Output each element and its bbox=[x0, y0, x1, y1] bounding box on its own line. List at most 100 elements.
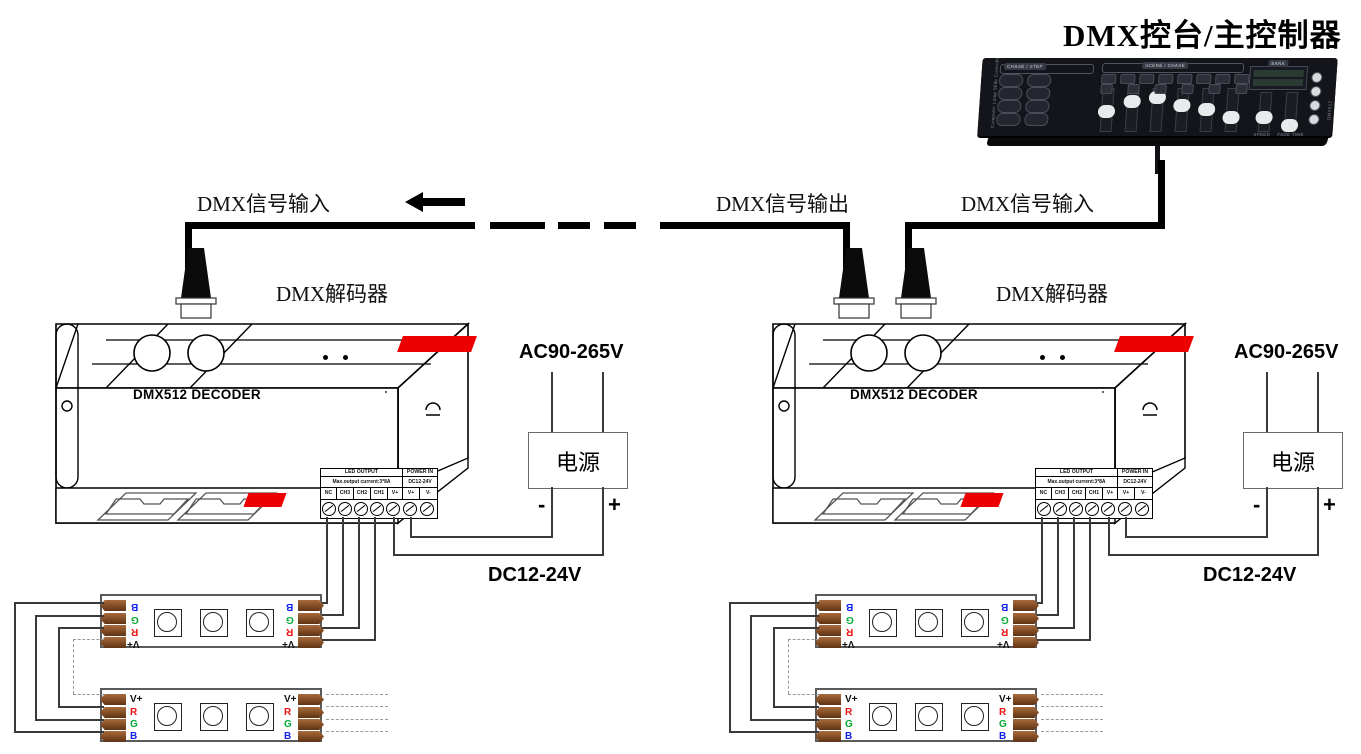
console-display bbox=[1248, 66, 1309, 90]
right-device-label: DMX解码器 bbox=[996, 282, 1109, 306]
left-strip-top[interactable]: B G R V+ B G R V+ bbox=[100, 594, 324, 649]
right-strip-top-rlabel-2: R bbox=[1001, 626, 1009, 637]
left-strip-bottom-rlabel-1: R bbox=[284, 707, 292, 718]
left-terminal-block[interactable]: LED OUTPUT POWER IN Max.output current:3… bbox=[320, 468, 438, 501]
console-fader-6[interactable] bbox=[1222, 88, 1241, 132]
console-right-buttons-2[interactable] bbox=[1310, 86, 1326, 97]
left-strip-bottom-label-0: V+ bbox=[130, 694, 143, 705]
right-strip-top-rlabel-1: G bbox=[1001, 614, 1009, 625]
left-pin-4: V+ bbox=[388, 488, 403, 499]
right-screw-row[interactable] bbox=[1035, 499, 1153, 519]
left-dc-wire-neg bbox=[551, 487, 553, 537]
console-btn-row-1[interactable] bbox=[998, 74, 1056, 87]
left-strip-bottom[interactable]: V+ R G B V+ R G B bbox=[100, 688, 324, 742]
console-fader-buttons[interactable] bbox=[1100, 84, 1252, 94]
right-psu-minus: - bbox=[1253, 492, 1261, 517]
left-strip-bottom-led-3 bbox=[246, 703, 274, 731]
right-strip-top-pad-l-0 bbox=[815, 600, 841, 611]
signal-label-output-mid: DMX信号输出 bbox=[716, 192, 850, 216]
left-dc-label: DC12-24V bbox=[488, 564, 582, 586]
right-cont-r bbox=[1041, 706, 1103, 707]
console-stand bbox=[1155, 146, 1160, 174]
console-fader-label-speed: SPEED bbox=[1253, 132, 1271, 136]
left-strip-top-pad-r-2 bbox=[298, 625, 324, 636]
left-psu-minus: - bbox=[538, 492, 546, 517]
console-group-0-label: SCENE / CHASE bbox=[1141, 62, 1189, 69]
right-strip-top-label-1: G bbox=[846, 614, 854, 625]
left-screw-row[interactable] bbox=[320, 499, 438, 519]
left-strip-top-label-2: R bbox=[131, 626, 139, 637]
left-term-group-led: LED OUTPUT bbox=[321, 469, 403, 477]
right-pin-2: CH2 bbox=[1069, 488, 1086, 499]
right-psu-label: 电源 bbox=[1270, 449, 1315, 475]
console-fader-fadetime[interactable] bbox=[1280, 92, 1299, 132]
left-cont-v bbox=[326, 694, 388, 695]
console-group-2-label: BANK bbox=[1268, 60, 1289, 67]
right-dc-wire-pos bbox=[1317, 487, 1319, 555]
left-strip-bottom-pad-r-2 bbox=[298, 719, 324, 730]
left-strip-top-label-0: B bbox=[131, 601, 139, 612]
console-fader-label-fadetime: FADE TIME bbox=[1277, 132, 1304, 136]
left-out-ch3 bbox=[326, 517, 328, 603]
left-link-v-v bbox=[73, 639, 74, 694]
console-fader-5[interactable] bbox=[1197, 88, 1216, 132]
left-link-r-h1 bbox=[58, 627, 104, 629]
left-out-ch1-h bbox=[322, 627, 360, 629]
signal-direction-arrow-icon bbox=[405, 190, 467, 214]
left-psu-box[interactable]: 电源 bbox=[528, 432, 628, 489]
left-dc-wire-pos bbox=[602, 487, 604, 555]
console-fader-speed[interactable] bbox=[1255, 92, 1274, 132]
right-terminal-block[interactable]: LED OUTPUT POWER IN Max.output current:3… bbox=[1035, 468, 1153, 501]
right-strip-top[interactable]: B G R V+ B G R V+ bbox=[815, 594, 1039, 649]
right-strip-bottom-led-3 bbox=[961, 703, 989, 731]
console-group-1-label: CHASE / STEP bbox=[1003, 63, 1047, 70]
left-strip-top-label-3: V+ bbox=[127, 638, 140, 649]
right-strip-bottom-led-1 bbox=[869, 703, 897, 731]
console-right-buttons-3[interactable] bbox=[1309, 100, 1325, 111]
right-link-r-h1 bbox=[773, 627, 819, 629]
left-strip-top-pad-r-1 bbox=[298, 613, 324, 624]
right-strip-bottom-label-0: V+ bbox=[845, 694, 858, 705]
right-psu-box[interactable]: 电源 bbox=[1243, 432, 1343, 489]
console-right-buttons-1[interactable] bbox=[1310, 72, 1327, 83]
right-dc-return-h2 bbox=[1108, 554, 1319, 556]
left-out-vplus bbox=[374, 517, 376, 640]
right-strip-top-label-2: R bbox=[846, 626, 854, 637]
left-out-ch1 bbox=[358, 517, 360, 627]
left-strip-top-pad-r-0 bbox=[298, 600, 324, 611]
left-out-ch2-h bbox=[322, 614, 344, 616]
left-ac-wire-2 bbox=[602, 372, 604, 437]
left-strip-top-rlabel-3: V+ bbox=[282, 638, 295, 649]
right-strip-top-rlabel-3: V+ bbox=[997, 638, 1010, 649]
left-strip-bottom-label-1: R bbox=[130, 707, 138, 718]
console-right-buttons-4[interactable] bbox=[1308, 114, 1324, 125]
right-ac-wire-1 bbox=[1266, 372, 1268, 437]
right-strip-bottom[interactable]: V+ R G B V+ R G B bbox=[815, 688, 1039, 742]
console-scene-buttons[interactable] bbox=[1100, 74, 1254, 84]
left-strip-bottom-label-2: G bbox=[130, 719, 138, 730]
left-strip-bottom-pad-l-0 bbox=[100, 694, 126, 705]
console-fader-2[interactable] bbox=[1123, 88, 1142, 132]
right-out-ch3-h bbox=[1037, 602, 1043, 604]
console-btn-row-2[interactable] bbox=[997, 87, 1055, 100]
left-strip-bottom-pad-l-2 bbox=[100, 719, 126, 730]
left-ac-label: AC90-265V bbox=[519, 341, 624, 363]
right-strip-bottom-led-2 bbox=[915, 703, 943, 731]
right-strip-top-label-3: V+ bbox=[842, 638, 855, 649]
left-device-label: DMX解码器 bbox=[276, 282, 389, 306]
left-red-tag-bottom bbox=[243, 493, 287, 507]
right-dc-return-v2 bbox=[1108, 517, 1110, 555]
console-fader-4[interactable] bbox=[1172, 88, 1191, 132]
console-btn-row-3[interactable] bbox=[996, 100, 1054, 113]
left-red-tag-top bbox=[397, 336, 477, 352]
left-strip-top-led-3 bbox=[246, 609, 274, 637]
left-out-ch2 bbox=[342, 517, 344, 615]
left-strip-top-pad-l-2 bbox=[100, 625, 126, 636]
console-btn-row-4[interactable] bbox=[995, 113, 1053, 126]
left-strip-top-led-2 bbox=[200, 609, 228, 637]
left-status-led-1 bbox=[323, 355, 328, 360]
console-fader-3[interactable] bbox=[1148, 88, 1167, 132]
right-cont-b bbox=[1041, 731, 1103, 732]
console-fader-1[interactable] bbox=[1097, 88, 1116, 132]
